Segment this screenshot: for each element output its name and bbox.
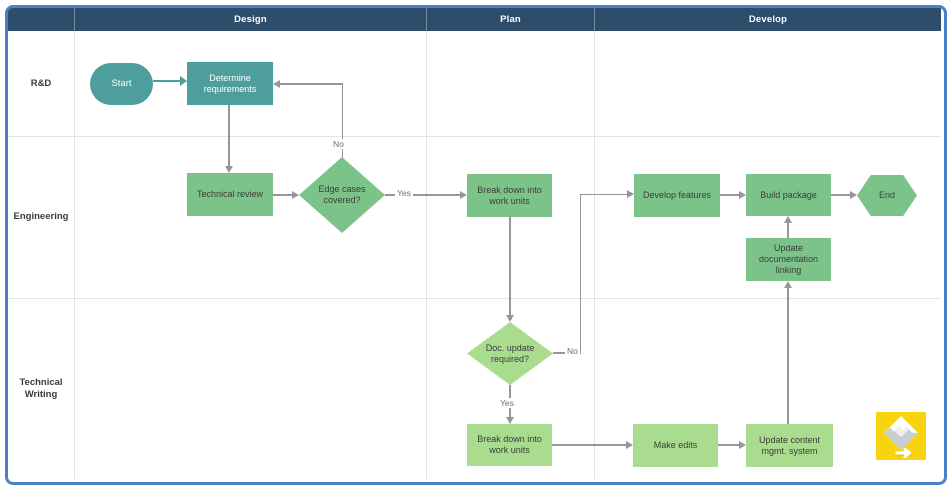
node-label: Break down into work units [477, 434, 542, 455]
column-divider [426, 31, 427, 479]
connector-start-to-determine [153, 80, 181, 82]
connector-breakdown-to-makeedits [552, 444, 626, 446]
lane-label-text: R&D [30, 77, 52, 89]
phase-label: Develop [748, 14, 788, 25]
arrowhead [292, 191, 299, 199]
column-divider [74, 31, 75, 479]
diagram-app-logo-icon [876, 412, 926, 460]
node-start: Start [90, 63, 153, 105]
node-label: Develop features [642, 190, 712, 201]
arrowhead [626, 441, 633, 449]
node-label: Update content mgmt. system [758, 434, 821, 456]
lane-label-text: Technical Writing [19, 376, 63, 400]
connector-docupdate-no-vertical [579, 194, 581, 353]
edge-label-yes: Yes [498, 398, 516, 408]
connector-review-to-edgecases [273, 194, 292, 196]
node-break-down-work-units-eng: Break down into work units [467, 174, 552, 217]
node-determine-requirements: Determine requirements [187, 62, 273, 105]
connector-edgecases-yes [385, 194, 460, 196]
arrowhead [225, 166, 233, 173]
arrowhead [460, 191, 467, 199]
connector-edgecases-no-horizontal [280, 83, 343, 85]
arrowhead [739, 441, 746, 449]
phase-label: Design [234, 14, 267, 25]
arrowhead [627, 190, 634, 198]
phase-header-design: Design [74, 8, 426, 31]
node-label: Technical review [196, 189, 264, 200]
arrowhead [784, 281, 792, 288]
connector-edgecases-no-vertical [341, 84, 343, 159]
connector-breakdown-to-docupdate [509, 217, 511, 315]
node-label: Start [111, 78, 132, 90]
phase-header-plan: Plan [426, 8, 594, 31]
arrowhead [180, 76, 187, 86]
node-doc-update-required: Doc. update required? [467, 322, 553, 385]
node-label: Edge cases covered? [318, 184, 366, 205]
phase-header-develop: Develop [594, 8, 941, 31]
phase-header-row: Design Plan Develop [8, 8, 941, 31]
connector-determine-to-review [228, 105, 230, 166]
phase-label: Plan [500, 14, 521, 25]
lane-label-text: Engineering [13, 211, 69, 223]
node-edge-cases-covered: Edge cases covered? [299, 157, 385, 233]
node-label: Doc. update required? [485, 342, 535, 364]
node-label: Make edits [653, 440, 698, 451]
lane-label-technical-writing: Technical Writing [8, 298, 74, 479]
connector-updatedoc-to-buildpackage [787, 223, 789, 238]
node-label: Determine requirements [203, 72, 257, 94]
lane-label-rnd: R&D [8, 31, 74, 136]
connector-updatecms-to-updatedoc [787, 288, 789, 424]
lane-label-engineering: Engineering [8, 136, 74, 298]
arrowhead [273, 80, 280, 88]
node-technical-review: Technical review [187, 173, 273, 216]
arrowhead [739, 191, 746, 199]
node-break-down-work-units-tw: Break down into work units [467, 424, 552, 466]
diamond-shape [467, 322, 553, 385]
connector-makeedits-to-updatecms [718, 444, 739, 446]
diagram-app-logo[interactable] [876, 412, 926, 460]
node-label: Update documentation linking [758, 243, 819, 275]
node-label: End [878, 190, 895, 201]
node-end: End [857, 175, 917, 216]
header-corner-cell [8, 8, 74, 31]
node-develop-features: Develop features [634, 174, 720, 217]
lane-divider [8, 136, 941, 137]
edge-label-yes: Yes [395, 188, 413, 198]
node-label: Build package [760, 189, 817, 200]
node-update-content-mgmt-system: Update content mgmt. system [746, 424, 833, 467]
lane-divider [8, 298, 941, 299]
arrowhead [850, 191, 857, 199]
arrowhead [506, 315, 514, 322]
edge-label-no: No [331, 139, 346, 149]
node-label: Break down into work units [477, 184, 542, 206]
node-make-edits: Make edits [633, 424, 718, 467]
edge-label-no: No [565, 346, 580, 356]
arrowhead [784, 216, 792, 223]
column-divider [594, 31, 595, 479]
connector-docupdate-no-h2 [580, 193, 627, 195]
node-update-documentation-linking: Update documentation linking [746, 238, 831, 281]
arrowhead [506, 417, 514, 424]
node-build-package: Build package [746, 174, 831, 216]
connector-build-to-end [831, 194, 850, 196]
connector-develop-to-build [720, 194, 739, 196]
diamond-shape [299, 157, 385, 233]
